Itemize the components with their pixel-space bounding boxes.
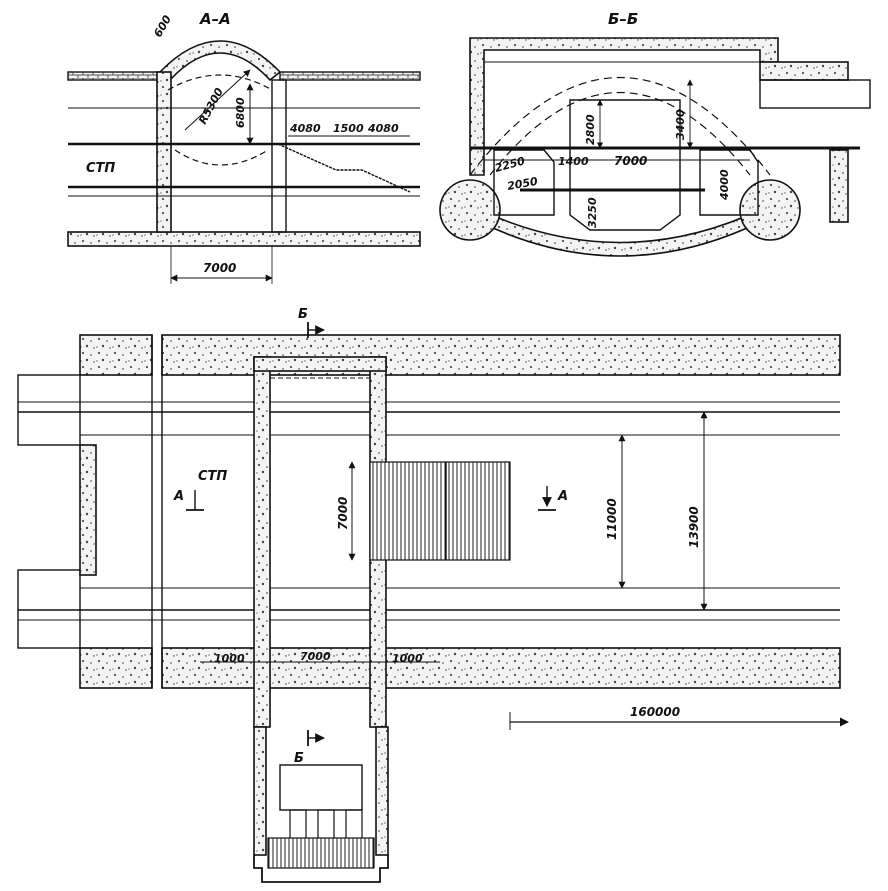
aa-bottom-band (67, 231, 421, 247)
aa-dim-stair-c: 4080 (367, 122, 399, 135)
section-bb-title: Б–Б (608, 10, 638, 28)
aa-stair (277, 143, 411, 193)
bb-dim-mid-height: 2800 (584, 114, 597, 145)
plan-dim-wall-right: 1000 (392, 652, 423, 665)
plan-left-wall (79, 444, 97, 576)
plan-lower-stairs (267, 837, 375, 869)
bb-dashed-arch-outer (469, 77, 771, 176)
plan-cut-a-left-label: А (173, 489, 184, 504)
plan-cut-b-bottom-label: Б (294, 751, 304, 766)
aa-label-station: СТП (86, 161, 115, 176)
plan-bottom-band-left (79, 647, 153, 689)
plan-passage-top (253, 356, 387, 372)
aa-dim-width: 7000 (203, 261, 236, 275)
aa-top-band-left (67, 71, 161, 81)
bb-left-circle (439, 179, 501, 241)
aa-dashed-arc-top (167, 74, 273, 91)
bb-dim-gap: 1400 (558, 155, 589, 168)
aa-dim-stair-b: 1500 (333, 122, 364, 135)
plan-dim-passage-width: 7000 (300, 650, 331, 663)
bb-dim-mid-width: 7000 (614, 154, 647, 168)
bb-top-shell (469, 37, 779, 176)
plan-dim-hall-length: 7000 (336, 497, 350, 530)
plan-dim-outer-width: 13900 (687, 506, 701, 548)
plan-left-tunnel-bottom (17, 569, 81, 649)
plan-cut-b-top-label: Б (298, 307, 308, 322)
plan-lower-box (279, 764, 363, 811)
bb-mid-box (569, 99, 681, 231)
aa-radius-line (184, 69, 251, 131)
bb-right-block (759, 61, 849, 81)
plan-lower-wall-left (253, 726, 267, 856)
section-aa-title: А–А (199, 10, 231, 28)
plan-view: 7000 11000 13900 1000 7000 1000 160000 С… (17, 307, 849, 883)
plan-dim-inner-width: 11000 (605, 498, 619, 540)
bb-right-lower (829, 149, 849, 223)
plan-cut-a-right-label: А (557, 489, 568, 504)
aa-dim-thickness: 600 (151, 13, 174, 40)
plan-stair-block (369, 461, 511, 561)
aa-column-left (156, 71, 172, 233)
plan-dim-wall-left: 1000 (214, 652, 245, 665)
aa-column-right (271, 79, 287, 233)
aa-vault (158, 40, 282, 82)
bb-right-circle (739, 179, 801, 241)
bb-dim-right-height: 3400 (674, 109, 687, 140)
bb-dim-right-vert: 4000 (718, 169, 731, 201)
aa-top-band-right (279, 71, 421, 81)
plan-top-band-left (79, 334, 153, 376)
bb-right-box (699, 149, 759, 216)
bb-dim-left-low: 2050 (506, 175, 539, 193)
plan-lower-end (253, 855, 389, 883)
plan-passage-wall-left (253, 356, 271, 728)
aa-dashed-arc-bottom (174, 149, 269, 166)
plan-lower-wall-right (375, 726, 389, 856)
plan-dim-platform-length: 160000 (630, 705, 680, 719)
bb-dim-low-vert: 3250 (586, 197, 599, 228)
plan-left-tunnel-top (17, 374, 81, 446)
bb-right-tunnel (759, 79, 871, 109)
aa-dim-radius: R5300 (196, 85, 226, 126)
bb-dim-left-width: 2250 (493, 154, 526, 175)
bb-dashed-arch-inner (489, 91, 751, 176)
plan-label-station: СТП (198, 469, 227, 484)
section-aa: А–А 600 R5300 6800 4080 1500 4080 СТП (67, 10, 421, 284)
section-bb: Б–Б 2250 1400 7000 2050 2800 3400 4000 3… (439, 10, 871, 257)
aa-dim-height: 6800 (234, 97, 247, 128)
bb-bottom-ring (479, 208, 761, 257)
aa-dim-stair-a: 4080 (289, 122, 321, 135)
